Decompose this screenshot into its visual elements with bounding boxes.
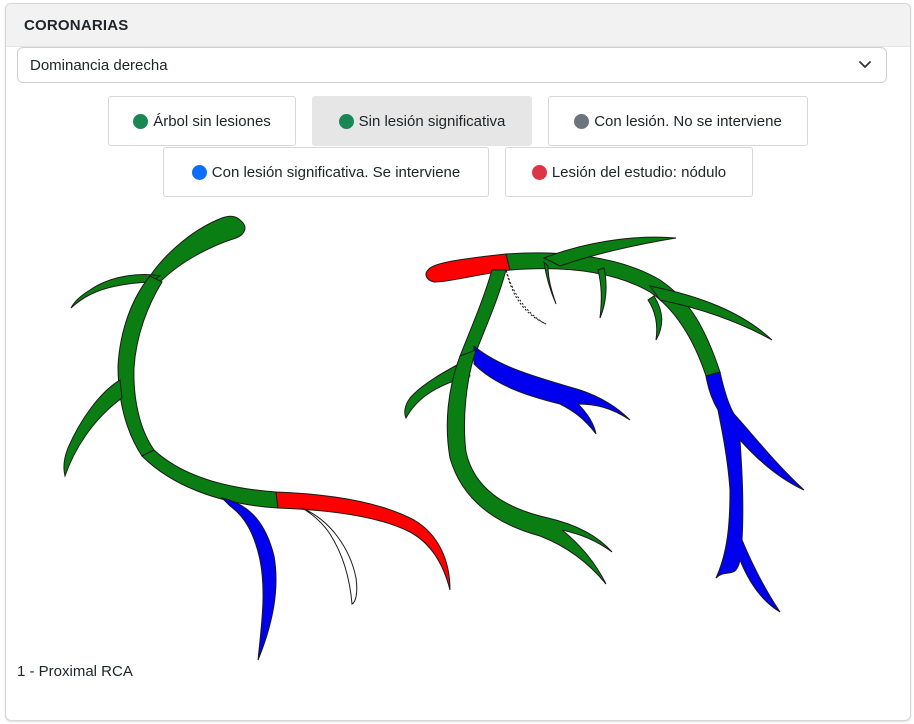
segment-left-main[interactable] xyxy=(425,253,511,283)
segment-pda[interactable] xyxy=(220,497,277,661)
status-dot-icon xyxy=(191,164,207,180)
legend-button-lesion-del-estudio-nodulo[interactable]: Lesión del estudio: nódulo xyxy=(505,147,753,197)
status-dot-icon xyxy=(338,113,354,129)
segment-intermediate-branch[interactable] xyxy=(505,269,547,325)
legend-button-con-lesion-no-se-interviene[interactable]: Con lesión. No se interviene xyxy=(548,96,808,146)
segment-septal-2[interactable] xyxy=(597,267,607,319)
panel-title: CORONARIAS xyxy=(24,16,129,34)
chevron-down-icon xyxy=(859,61,871,68)
segment-septal-1[interactable] xyxy=(543,260,557,305)
segment-diagonal-1[interactable] xyxy=(542,236,677,267)
legend-button-arbol-sin-lesiones[interactable]: Árbol sin lesiones xyxy=(108,96,296,146)
dominance-select[interactable]: Dominancia derecha xyxy=(17,47,887,83)
legend-button-label: Lesión del estudio: nódulo xyxy=(551,163,727,181)
legend-button-label: Con lesión. No se interviene xyxy=(594,112,782,130)
status-dot-icon xyxy=(133,113,149,129)
segment-distal-rca[interactable] xyxy=(275,491,451,591)
segment-rv-branch[interactable] xyxy=(63,379,123,478)
legend-button-con-lesion-significativa-se-interviene[interactable]: Con lesión significativa. Se interviene xyxy=(163,147,489,197)
panel-header: CORONARIAS xyxy=(6,4,910,47)
status-dot-icon xyxy=(531,164,547,180)
selected-segment-label: 1 - Proximal RCA xyxy=(17,663,133,680)
segment-distal-lad[interactable] xyxy=(705,371,805,613)
segment-septal-3[interactable] xyxy=(647,295,663,341)
segment-obtuse-marginal-2[interactable] xyxy=(473,344,631,435)
segment-diagonal-2[interactable] xyxy=(648,285,773,341)
legend-button-label: Con lesión significativa. Se interviene xyxy=(211,163,461,181)
segment-posterolateral-branch[interactable] xyxy=(301,507,358,605)
segment-proximal-circumflex[interactable] xyxy=(459,269,507,357)
segment-proximal-lad[interactable] xyxy=(505,252,721,377)
legend-button-sin-lesion-significativa[interactable]: Sin lesión significativa xyxy=(312,96,532,146)
legend-button-label: Sin lesión significativa xyxy=(358,112,506,130)
legend-button-label: Árbol sin lesiones xyxy=(153,112,271,130)
segment-distal-circumflex[interactable] xyxy=(446,349,613,585)
dominance-select-value: Dominancia derecha xyxy=(30,56,168,74)
segment-rca-ostial[interactable] xyxy=(149,215,246,283)
status-dot-icon xyxy=(574,113,590,129)
segment-proximal-rca[interactable] xyxy=(117,275,163,457)
segment-mid-rca[interactable] xyxy=(141,449,279,509)
